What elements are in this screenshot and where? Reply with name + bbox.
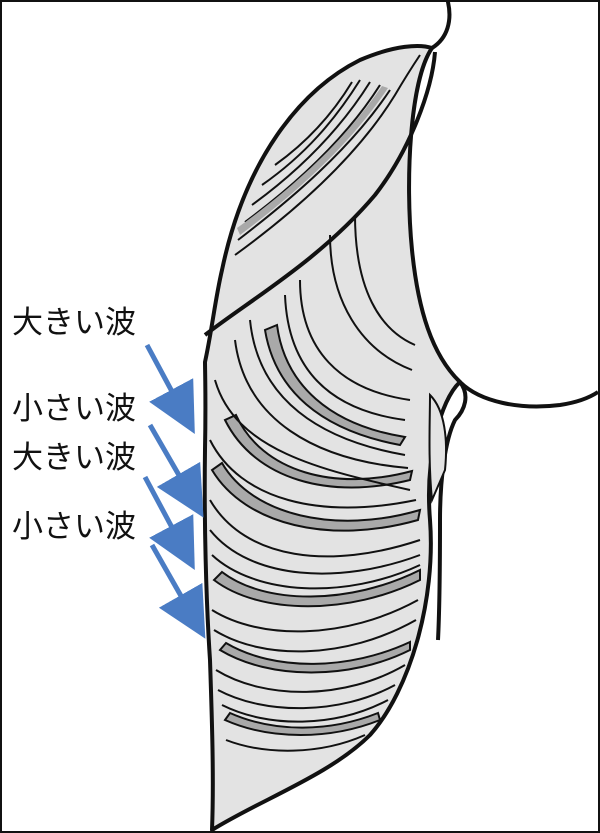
annotation-arrows xyxy=(142,343,206,639)
upper-cap-dark-band xyxy=(237,86,388,235)
arrow-1 xyxy=(144,343,195,435)
upper-right-region-outline xyxy=(430,0,452,50)
right-region-outline xyxy=(458,380,600,409)
upper-cap-lines xyxy=(234,54,421,256)
growth-lines xyxy=(209,214,421,752)
label-large-wave-2: 大きい波 xyxy=(12,440,136,476)
arrow-4 xyxy=(149,543,206,639)
label-small-wave-2: 小さい波 xyxy=(12,509,136,545)
dark-growth-bands xyxy=(210,323,422,736)
upper-cap-divider xyxy=(203,51,437,337)
main-body xyxy=(202,44,462,832)
arrow-2 xyxy=(147,423,204,518)
label-small-wave-1: 小さい波 xyxy=(12,391,136,427)
right-joint-fill xyxy=(428,392,448,504)
arrow-3 xyxy=(142,475,195,571)
label-large-wave-1: 大きい波 xyxy=(12,305,136,341)
